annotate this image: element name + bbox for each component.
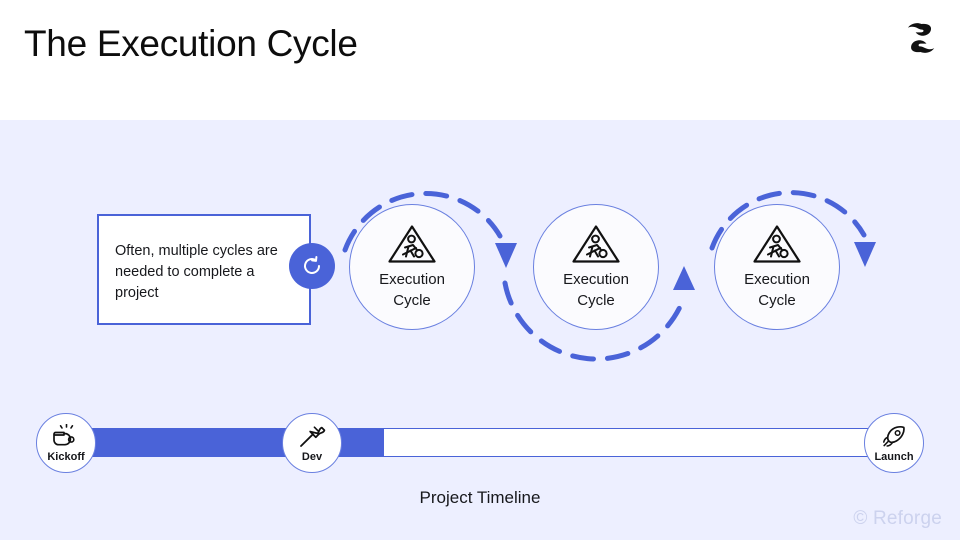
timeline-node-kickoff[interactable]: Kickoff [36,413,96,473]
rocket-icon [879,424,909,450]
watermark: © Reforge [853,508,942,529]
timeline-caption: Project Timeline [419,488,541,507]
hammer-icon [297,424,327,450]
work-in-progress-sign-icon [570,222,622,266]
work-in-progress-sign-icon [386,222,438,266]
timeline-node-dev-label: Dev [301,451,323,463]
page-title: The Execution Cycle [24,23,358,64]
work-in-progress-sign-icon [751,222,803,266]
timeline-node-launch[interactable]: Launch [864,413,924,473]
whistle-icon [51,423,81,450]
timeline-node-launch-label: Launch [874,451,914,463]
content-panel [0,120,960,540]
timeline-track-remaining [380,428,896,457]
reforge-logo [903,20,941,56]
timeline-node-dev[interactable]: Dev [282,413,342,473]
callout-text: Often, multiple cycles are needed to com… [115,243,278,301]
refresh-cycle-icon [289,243,335,289]
callout-box: Often, multiple cycles are needed to com… [97,214,311,325]
timeline-node-kickoff-label: Kickoff [47,451,85,463]
slide-header: The Execution Cycle [0,0,960,120]
